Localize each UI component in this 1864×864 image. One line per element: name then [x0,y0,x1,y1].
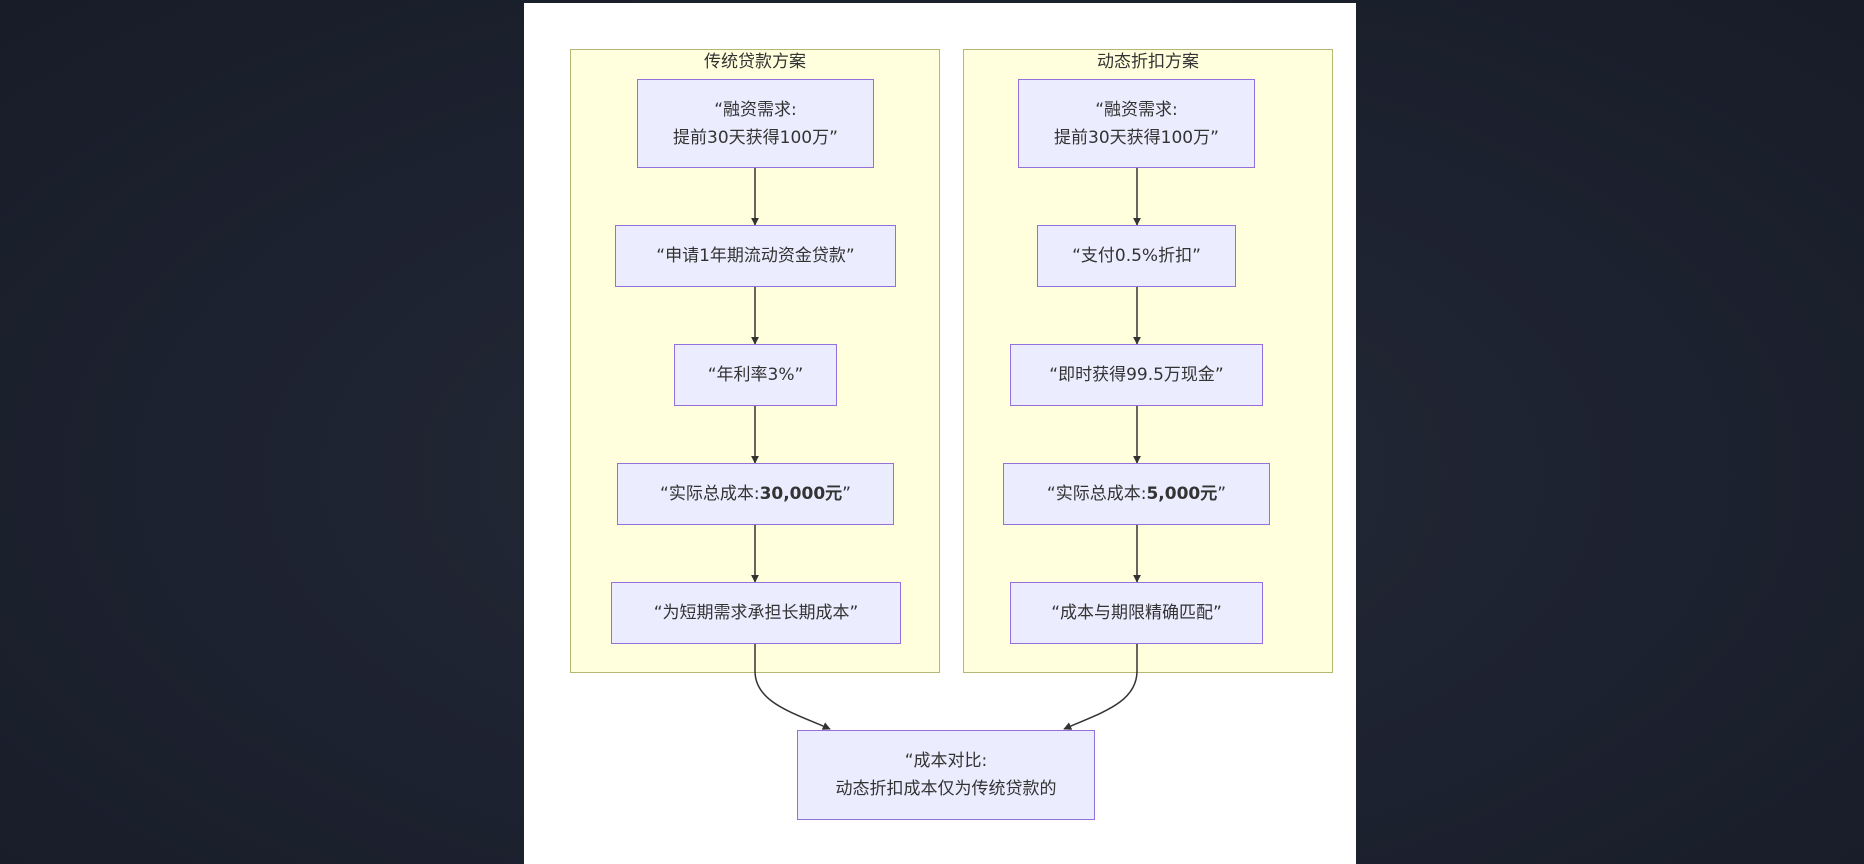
node-text-line-2: 提前30天获得100万” [673,127,838,148]
node-text-line-1: “融资需求: [1095,99,1178,120]
node-text: “为短期需求承担长期成本” [653,603,859,623]
node-discount-financing-need: “融资需求: 提前30天获得100万” [1018,79,1255,168]
node-apply-loan: “申请1年期流动资金贷款” [615,225,896,287]
cluster-title-traditional-loan: 传统贷款方案 [704,52,806,72]
node-annual-rate: “年利率3%” [674,344,837,406]
node-text-line-2: 动态折扣成本仅为传统贷款的 [835,779,1057,799]
node-text: “申请1年期流动资金贷款” [656,246,855,266]
node-instant-cash: “即时获得99.5万现金” [1010,344,1263,406]
node-pay-discount: “支付0.5%折扣” [1037,225,1236,287]
node-discount-total-cost: “实际总成本:5,000元” [1003,463,1270,525]
node-text: “实际总成本:5,000元” [1047,480,1226,508]
node-text: “年利率3%” [707,365,804,385]
node-cost-match: “成本与期限精确匹配” [1010,582,1263,644]
node-text: “实际总成本:30,000元” [660,480,851,508]
cost-suffix: ” [842,484,851,504]
cost-amount: 30,000元 [759,484,843,504]
cost-prefix: “实际总成本: [1046,484,1147,504]
node-text-line-1: “融资需求: [714,99,797,120]
cluster-title-dynamic-discount: 动态折扣方案 [1097,52,1199,72]
node-text: “即时获得99.5万现金” [1049,365,1224,385]
cost-suffix: ” [1217,484,1227,504]
node-text: “支付0.5%折扣” [1072,246,1201,266]
node-cost-comparison: “成本对比: 动态折扣成本仅为传统贷款的 [797,730,1095,820]
cost-prefix: “实际总成本: [660,484,760,504]
node-loan-financing-need: “融资需求: 提前30天获得100万” [637,79,874,168]
cost-amount: 5,000元 [1146,484,1218,504]
node-text-line-2: 提前30天获得100万” [1054,127,1219,148]
node-text-line-1: “成本对比: [904,751,988,771]
node-long-term-cost: “为短期需求承担长期成本” [611,582,901,644]
node-loan-total-cost: “实际总成本:30,000元” [617,463,894,525]
diagram-canvas: 传统贷款方案 动态折扣方案 [524,3,1356,864]
node-text: “成本与期限精确匹配” [1051,603,1222,623]
